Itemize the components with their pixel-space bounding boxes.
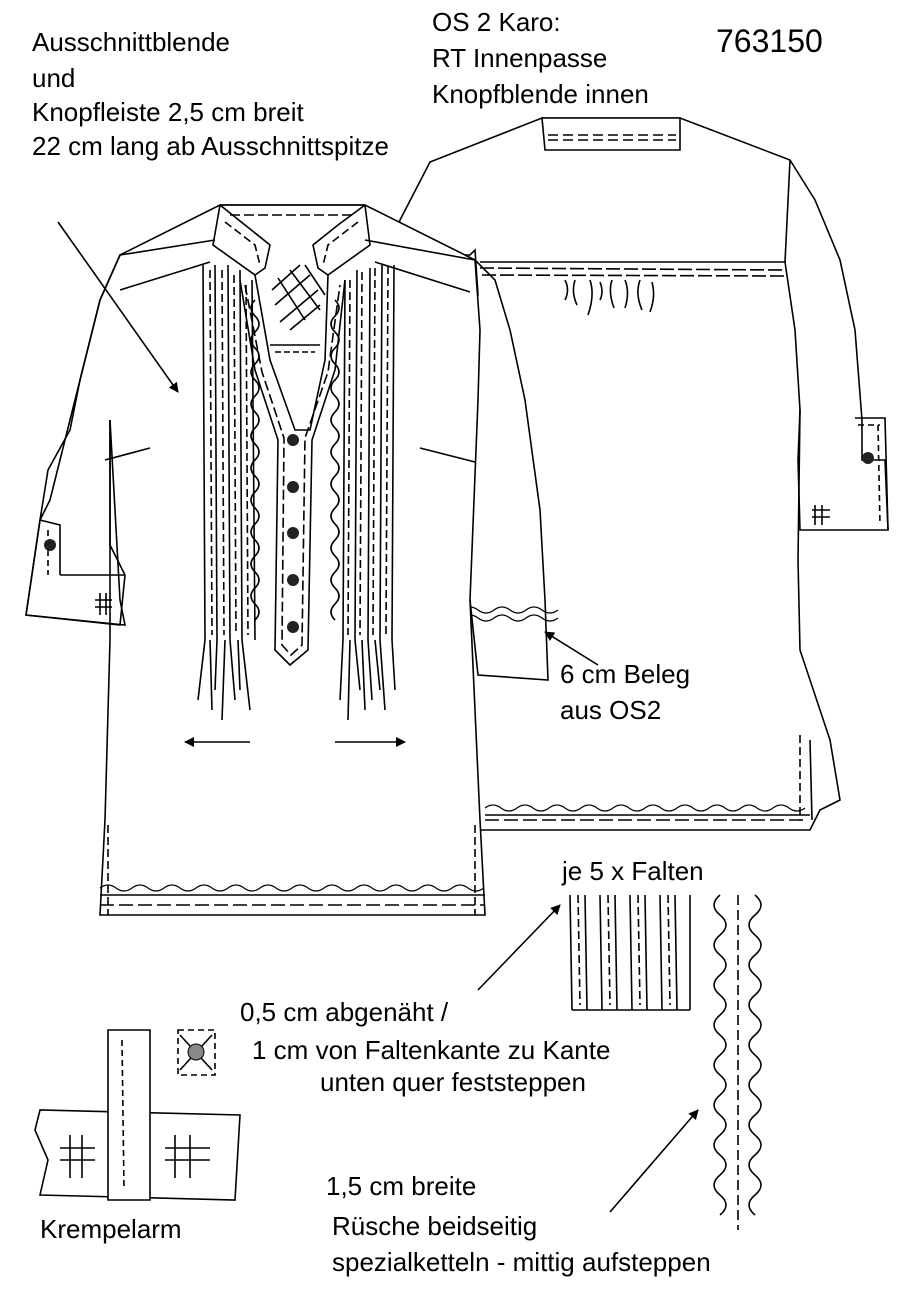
annotation-arrows [58, 222, 699, 1212]
front-buttons [287, 434, 299, 633]
back-cuff-button [862, 452, 874, 464]
fabric-note-line3: Knopfblende innen [432, 79, 649, 109]
pleats-detail [570, 895, 690, 1010]
sleeve-detail-label: Krempelarm [40, 1214, 182, 1244]
krempel-button [188, 1044, 204, 1060]
fabric-note-line1: OS 2 Karo: [432, 7, 561, 37]
neckline-note-line4: 22 cm lang ab Ausschnittspitze [32, 131, 389, 161]
facing-note-line2: aus OS2 [560, 695, 662, 725]
facing-note-line1: 6 cm Beleg [560, 659, 691, 689]
arrow-facing [544, 632, 598, 665]
pleats-note-line1: 0,5 cm abgenäht / [240, 997, 449, 1027]
arrow-ruffle [610, 1109, 699, 1212]
ruffle-note-line3: spezialketteln - mittig aufsteppen [332, 1247, 711, 1277]
ruffle-detail [714, 895, 761, 1230]
front-cuff-button [44, 539, 56, 551]
arrow-neckline [58, 222, 178, 393]
pleats-note-line2: 1 cm von Faltenkante zu Kante [252, 1035, 611, 1065]
back-view-shirt [390, 118, 888, 830]
neckline-note-line1: Ausschnittblende [32, 27, 231, 57]
neckline-note-line3: Knopfleiste 2,5 cm breit [32, 97, 304, 127]
arrow-pleats [478, 904, 561, 990]
front-view-shirt [26, 205, 548, 915]
pleats-note-line3: unten quer feststeppen [320, 1067, 586, 1097]
ruffle-note-line1: 1,5 cm breite [326, 1171, 477, 1201]
sleeve-detail [35, 1030, 240, 1200]
style-number: 763150 [716, 23, 823, 59]
fabric-note-line2: RT Innenpasse [432, 43, 608, 73]
pleats-title: je 5 x Falten [562, 856, 704, 886]
neckline-note-line2: und [32, 63, 76, 93]
ruffle-note-line2: Rüsche beidseitig [332, 1211, 538, 1241]
